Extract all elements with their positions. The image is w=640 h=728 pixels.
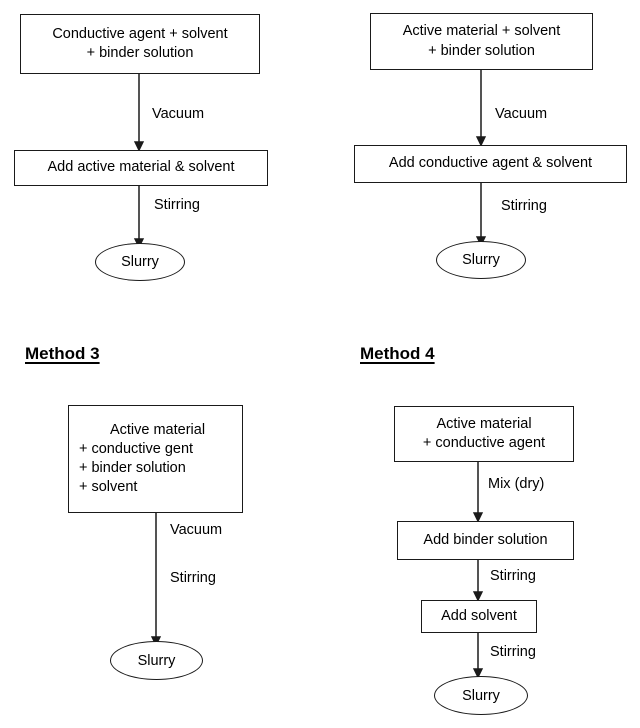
node-text-line: Conductive agent + solvent bbox=[52, 25, 228, 42]
node-text-line: Active material bbox=[436, 415, 532, 432]
edge-label-m3-vacuum: Vacuum bbox=[170, 522, 223, 538]
node-text-line: + solvent bbox=[79, 479, 138, 496]
node-m2-slurry[interactable]: Slurry bbox=[436, 241, 526, 279]
node-text-line: Add solvent bbox=[441, 607, 517, 624]
node-text-line: Slurry bbox=[121, 254, 159, 270]
edge-label-m4-stirring-1: Stirring bbox=[490, 568, 536, 584]
section-heading-method-4: Method 4 bbox=[360, 344, 435, 363]
edge-label-m3-stirring: Stirring bbox=[170, 570, 216, 586]
node-m3-start[interactable]: Active material + conductive gent + bind… bbox=[68, 405, 243, 513]
node-text-line: Add binder solution bbox=[423, 531, 548, 548]
node-text-line: Slurry bbox=[462, 252, 500, 268]
edge-label-m4-stirring-2: Stirring bbox=[490, 644, 536, 660]
node-text-line: Slurry bbox=[137, 652, 176, 669]
node-m2-start[interactable]: Active material + solvent + binder solut… bbox=[370, 13, 593, 70]
section-heading-method-3: Method 3 bbox=[25, 344, 100, 363]
node-m1-start[interactable]: Conductive agent + solvent + binder solu… bbox=[20, 14, 260, 74]
edge-label-m1-stirring: Stirring bbox=[154, 197, 200, 213]
node-m4-step2[interactable]: Add solvent bbox=[421, 600, 537, 633]
edge-label-m2-vacuum: Vacuum bbox=[495, 106, 548, 122]
node-text-line: Active material bbox=[109, 421, 206, 438]
node-m3-slurry[interactable]: Slurry bbox=[110, 641, 203, 680]
node-m1-step[interactable]: Add active material & solvent bbox=[14, 150, 268, 186]
node-m2-step[interactable]: Add conductive agent & solvent bbox=[354, 145, 627, 183]
node-text-line: Add conductive agent & solvent bbox=[388, 155, 593, 172]
node-text-line: + binder solution bbox=[86, 45, 194, 61]
node-text-line: Active material + solvent bbox=[402, 23, 561, 40]
node-text-line: Add active material & solvent bbox=[47, 159, 235, 176]
node-text-line: Slurry bbox=[462, 687, 500, 704]
edge-label-m2-stirring: Stirring bbox=[501, 198, 547, 214]
node-m4-start[interactable]: Active material + conductive agent bbox=[394, 406, 574, 462]
node-m4-step1[interactable]: Add binder solution bbox=[397, 521, 574, 560]
node-m4-slurry[interactable]: Slurry bbox=[434, 676, 528, 715]
node-text-line: + conductive gent bbox=[79, 440, 194, 457]
edge-label-m4-mix-dry: Mix (dry) bbox=[488, 476, 545, 492]
node-text-line: + binder solution bbox=[79, 460, 186, 476]
edge-label-m1-vacuum: Vacuum bbox=[152, 106, 205, 122]
node-m1-slurry[interactable]: Slurry bbox=[95, 243, 185, 281]
node-text-line: + conductive agent bbox=[422, 435, 546, 451]
node-text-line: + binder solution bbox=[428, 42, 535, 59]
